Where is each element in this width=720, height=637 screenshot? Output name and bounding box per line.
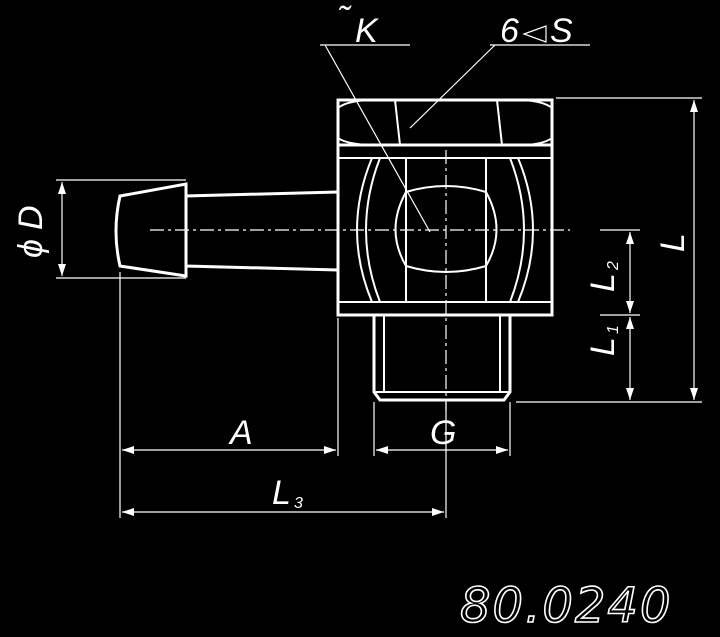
svg-text:D: D <box>12 205 50 230</box>
g-label: G <box>430 414 456 452</box>
hose-nipple <box>114 182 339 278</box>
hex-symbol-icon <box>522 25 547 43</box>
l2-label: L 2 <box>584 261 622 292</box>
svg-text:2: 2 <box>605 261 622 271</box>
extension-lines <box>56 97 702 518</box>
hex-nut <box>336 98 554 147</box>
a-label: A <box>228 414 253 452</box>
leader-lines <box>320 44 590 233</box>
svg-text:L: L <box>272 474 291 512</box>
phi-d-label: ϕ D <box>12 205 50 258</box>
svg-text:L: L <box>584 273 622 292</box>
dimension-lines <box>58 100 698 516</box>
svg-text:80.0240: 80.0240 <box>460 578 673 634</box>
drawing-number: 80.0240 <box>459 577 673 635</box>
cone-mark-label: ˜ <box>338 0 352 38</box>
svg-text:3: 3 <box>294 495 303 512</box>
six-label: 6 <box>500 12 519 50</box>
l1-label: L 1 <box>584 325 622 356</box>
svg-text:ϕ: ϕ <box>12 239 50 258</box>
svg-text:1: 1 <box>605 325 622 334</box>
l-label: L <box>654 233 692 252</box>
l3-label: L 3 <box>272 474 303 512</box>
s-label: S <box>550 12 573 50</box>
threaded-stem <box>372 315 512 402</box>
k-label: K <box>355 12 379 50</box>
svg-text:L: L <box>584 337 622 356</box>
